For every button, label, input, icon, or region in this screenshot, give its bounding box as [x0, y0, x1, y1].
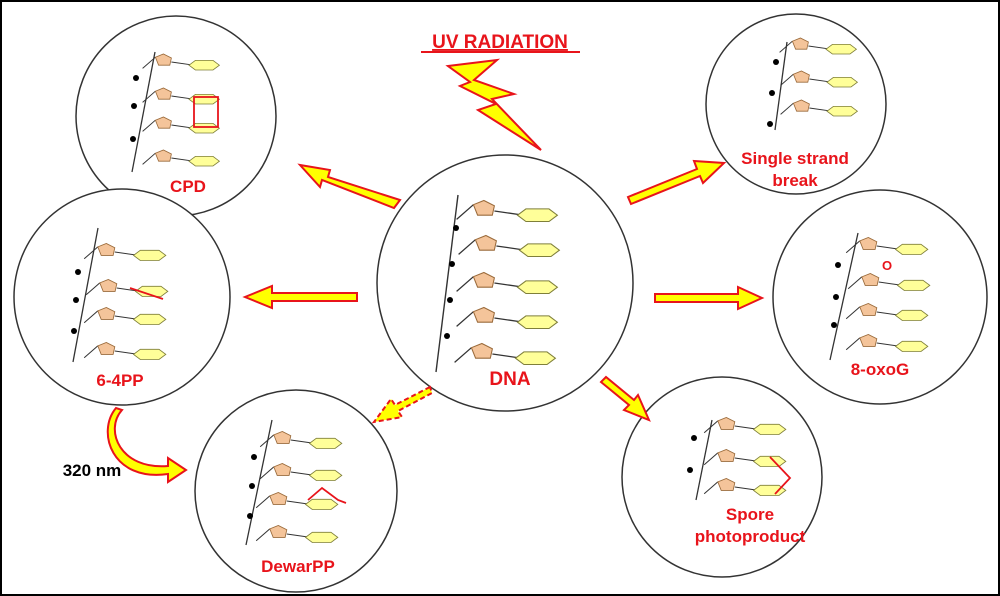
wavelength-label: 320 nm	[63, 461, 122, 480]
arrow-to-spore-photoproduct	[599, 375, 651, 422]
arrow-to-dewar-pp	[371, 385, 434, 424]
single-strand-break-label-line1: Single strand	[741, 149, 849, 168]
dna-backbone	[435, 194, 459, 373]
dna-node: DNA	[376, 154, 634, 412]
single-strand-break-label-line2: break	[772, 171, 818, 190]
arrow-to-oxog	[654, 285, 765, 311]
six-four-pp-node: 6-4PP	[13, 188, 231, 406]
dewar-pp-node: DewarPP	[194, 389, 398, 593]
uv-radiation-title: UV RADIATION	[432, 32, 568, 53]
arrow-to-cpd	[297, 163, 402, 210]
dewar-pp-bond	[307, 486, 347, 504]
spore-photoproduct-label-line1: Spore	[726, 505, 774, 524]
cpd-crosslink	[193, 96, 219, 128]
spore-photoproduct-node: Spore photoproduct	[621, 376, 823, 578]
spore-photoproduct-bond	[769, 456, 792, 495]
oxog-oxygen-atom: O	[882, 258, 892, 273]
cpd-node: CPD	[75, 15, 277, 217]
six-four-pp-label: 6-4PP	[96, 371, 143, 390]
dna-label: DNA	[489, 369, 530, 390]
oxog-node: O 8-oxoG	[772, 189, 988, 405]
dewar-pp-label: DewarPP	[261, 557, 335, 576]
arrow-to-single-strand-break	[626, 159, 727, 206]
arrow-to-six-four-pp	[242, 284, 358, 310]
dna-circle	[376, 154, 634, 412]
curved-arrow-320nm	[106, 406, 188, 484]
oxog-label: 8-oxoG	[851, 360, 910, 379]
lightning-bolt-icon	[445, 58, 542, 151]
six-four-pp-bond	[129, 287, 164, 300]
cpd-label: CPD	[170, 177, 206, 196]
spore-photoproduct-label-line2: photoproduct	[695, 527, 806, 546]
single-strand-break-node: Single strand break	[705, 13, 887, 195]
